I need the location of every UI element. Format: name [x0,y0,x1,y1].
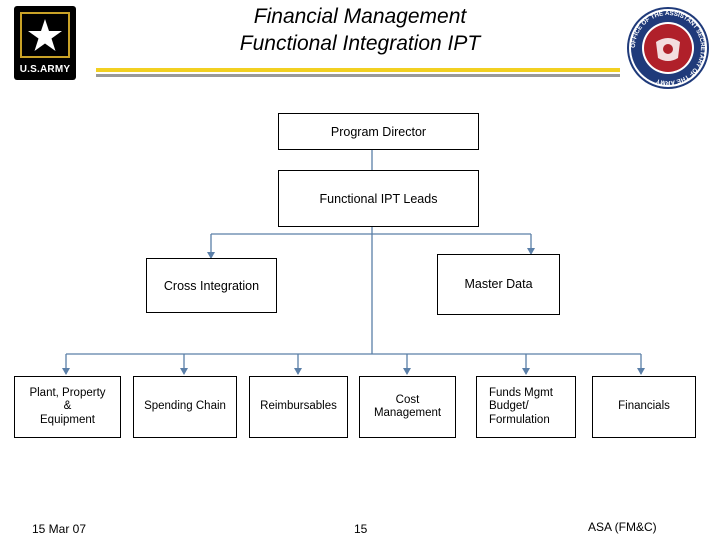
node-master-data-label: Master Data [464,277,533,291]
node-master-data: Master Data [437,254,560,315]
page-title-line2: Functional Integration IPT [239,32,481,55]
page-title-line1: Financial Management [253,5,467,28]
node-plant-label-2: & [63,400,72,413]
header-gold-rule [96,68,620,72]
node-financials: Financials [592,376,696,438]
footer-org: ASA (FM&C) [588,520,657,534]
node-program-director-label: Program Director [330,124,427,139]
node-reimbursables: Reimbursables [249,376,348,438]
footer-page-number: 15 [354,522,368,536]
node-funds-mgmt: Funds Mgmt Budget/ Formulation [476,376,576,438]
army-logo-text: U.S.ARMY [19,64,71,75]
node-program-director: Program Director [278,113,479,150]
node-financials-label: Financials [618,400,670,413]
node-spending-chain-label: Spending Chain [144,400,226,413]
node-cost-label-2: Management [373,407,442,419]
node-plant-label-1: Plant, Property [29,386,106,399]
node-ipt-leads: Functional IPT Leads [278,170,479,227]
army-logo: U.S.ARMY [14,6,76,80]
node-ipt-leads-label: Functional IPT Leads [319,191,438,206]
node-plant-property: Plant, Property & Equipment [14,376,121,438]
node-cost-label-1: Cost [395,393,420,406]
node-cross-integration: Cross Integration [146,258,277,313]
node-cross-integration-label: Cross Integration [163,278,260,293]
footer-date: 15 Mar 07 [32,522,87,536]
node-funds-label-1: Funds Mgmt [489,386,553,399]
header-grey-rule [96,74,620,77]
star-icon [28,19,62,51]
node-cost-management: Cost Management [359,376,456,438]
asa-seal-icon: OFFICE OF THE ASSISTANT SECRETARY OF THE… [627,7,709,89]
node-plant-label-3: Equipment [40,413,95,426]
node-spending-chain: Spending Chain [133,376,237,438]
node-funds-label-2: Budget/ [489,400,529,413]
node-funds-label-3: Formulation [489,413,550,426]
node-reimbursables-label: Reimbursables [260,400,337,413]
